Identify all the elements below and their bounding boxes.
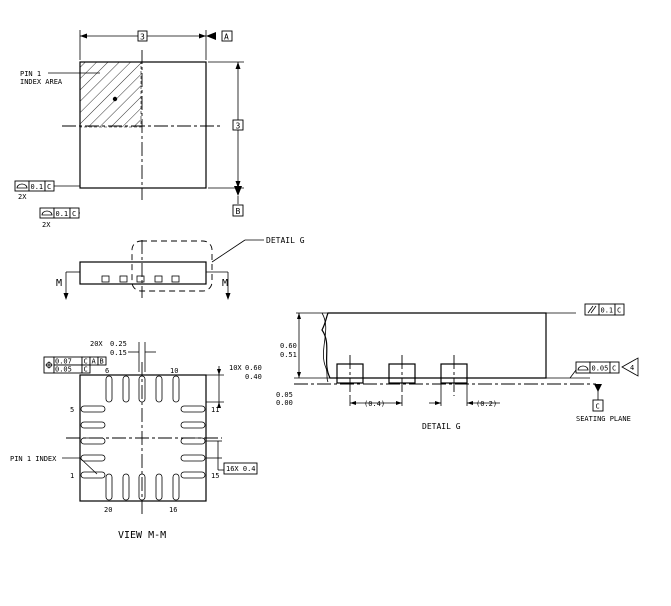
- lead-width-max: 0.25: [110, 340, 127, 348]
- svg-text:0.07: 0.07: [55, 358, 72, 366]
- pin-16: 16: [169, 506, 177, 514]
- svg-text:0.05: 0.05: [55, 366, 72, 374]
- lead-len-max: 0.60: [245, 364, 262, 372]
- detail-g: 0.60 0.51 0.05 0.00 0.1 C 0.05 C 4: [276, 303, 639, 431]
- pin-5: 5: [70, 406, 74, 414]
- view-m-m-label: VIEW M-M: [118, 530, 166, 541]
- pin1-index-area-hatch: [79, 61, 142, 128]
- position-tolerance-frame: 0.07 C A B 0.05 C: [43, 356, 107, 374]
- detail-g-label: DETAIL G: [266, 236, 305, 245]
- pin1-area-label-1: PIN 1: [20, 70, 41, 78]
- pin1-dot: [112, 96, 118, 102]
- flatness-frame-1: 0.1 C 2X: [14, 180, 80, 201]
- right-leads: [180, 405, 206, 479]
- detail-g-callout: [131, 240, 213, 292]
- pin-20: 20: [104, 506, 112, 514]
- svg-text:B: B: [100, 358, 104, 366]
- section-m-left: M: [56, 278, 62, 289]
- pitch-label: 16X 0.4: [226, 465, 256, 473]
- bottom-view: 6 10 5 1 11 15 20 16 20X 0.25 0.15 0.07 …: [10, 340, 262, 541]
- svg-text:C: C: [84, 358, 88, 366]
- lead-width-count: 20X: [90, 340, 103, 348]
- bottom-leads: [105, 473, 180, 501]
- detail-g-title: DETAIL G: [422, 422, 461, 431]
- datum-b: B: [236, 207, 241, 216]
- pin-6: 6: [105, 367, 109, 375]
- flatness-frame-2: 0.1 C 2X: [39, 207, 80, 229]
- height-min: 0.51: [280, 351, 297, 359]
- pin1-area-label-2: INDEX AREA: [20, 78, 63, 86]
- coplanarity-frame: 0.05 C: [575, 361, 620, 374]
- side-pads: [101, 275, 180, 283]
- width-dim: 3: [140, 33, 145, 42]
- svg-text:0.1: 0.1: [601, 307, 614, 315]
- height-max: 0.60: [280, 342, 297, 350]
- detail-body-outline: [321, 312, 547, 379]
- svg-text:C: C: [617, 307, 621, 315]
- svg-text:0.1: 0.1: [31, 183, 44, 191]
- lead-width-min: 0.15: [110, 349, 127, 357]
- note-flag: [621, 357, 639, 377]
- pin-11: 11: [211, 406, 219, 414]
- pin1-index-label: PIN 1 INDEX: [10, 455, 57, 463]
- svg-text:2X: 2X: [42, 221, 51, 229]
- height-dim: 3: [236, 122, 241, 131]
- datum-a: A: [224, 33, 229, 42]
- lead-len-count: 10X: [229, 364, 242, 372]
- svg-text:C: C: [72, 210, 76, 218]
- lead-len-min: 0.40: [245, 373, 262, 381]
- detail-pitch: (0.4): [364, 400, 385, 408]
- left-leads: [80, 405, 106, 479]
- note-flag-number: 4: [630, 364, 634, 372]
- standoff-min: 0.00: [276, 399, 293, 407]
- svg-text:0.05: 0.05: [592, 365, 609, 373]
- parallelism-frame: 0.1 C: [584, 303, 625, 316]
- pin-10: 10: [170, 367, 178, 375]
- section-m-right: M: [222, 278, 228, 289]
- detail-pad-len: (0.2): [476, 400, 497, 408]
- seating-plane-label: SEATING PLANE: [576, 415, 631, 423]
- svg-text:2X: 2X: [18, 193, 27, 201]
- standoff-max: 0.05: [276, 391, 293, 399]
- side-view: DETAIL G M M: [56, 236, 305, 300]
- svg-text:C: C: [612, 365, 616, 373]
- svg-text:C: C: [84, 366, 88, 374]
- package-outline-side: [79, 261, 207, 285]
- top-leads: [105, 375, 180, 403]
- pin-1: 1: [70, 472, 74, 480]
- svg-text:0.1: 0.1: [56, 210, 69, 218]
- pin-15: 15: [211, 472, 219, 480]
- svg-text:A: A: [92, 358, 97, 366]
- top-view: 3 A 3 B PIN 1 INDEX AREA 0.1 C 2X: [14, 30, 244, 229]
- datum-c: C: [596, 403, 600, 411]
- svg-text:C: C: [47, 183, 51, 191]
